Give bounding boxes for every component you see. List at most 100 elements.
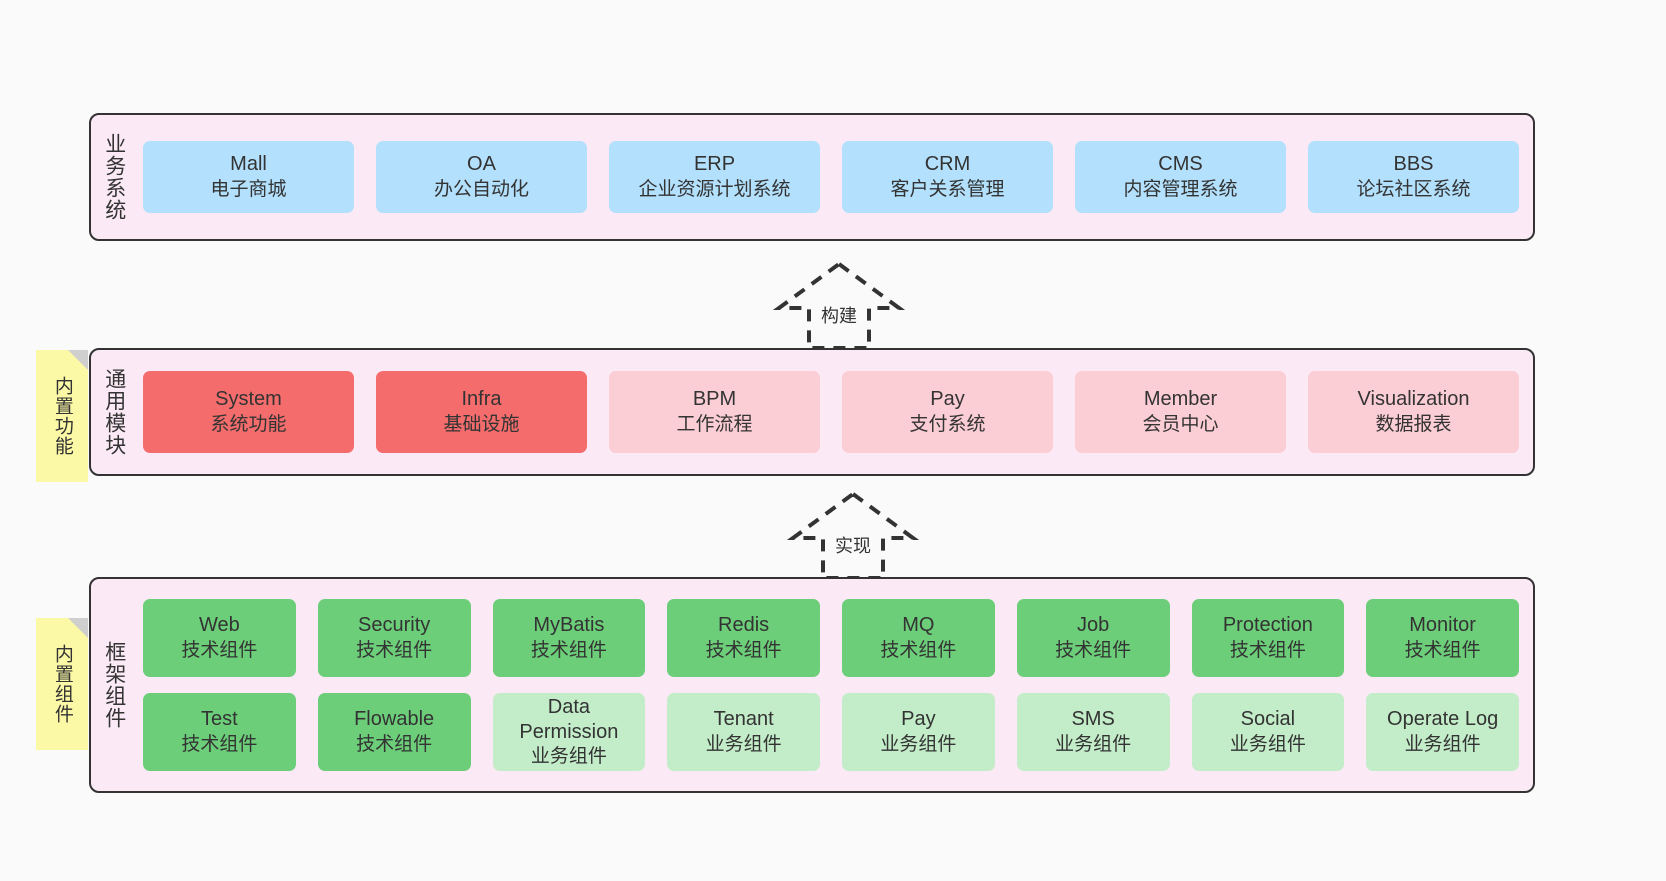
- node-title: Infra: [461, 388, 502, 411]
- node-bbs[interactable]: BBS 论坛社区系统: [1308, 141, 1519, 213]
- layer-common-modules: 通用模块 System 系统功能 Infra 基础设施 BPM 工作流程 Pay…: [89, 348, 1535, 476]
- node-flowable[interactable]: Flowable 技术组件: [317, 693, 471, 771]
- node-title: Data Permission: [519, 695, 619, 744]
- layer-body-common-modules: System 系统功能 Infra 基础设施 BPM 工作流程 Pay 支付系统…: [137, 350, 1533, 474]
- node-title: Member: [1143, 388, 1218, 411]
- arrow-build: 构建: [763, 258, 915, 350]
- node-subtitle: 会员中心: [1142, 413, 1219, 435]
- folded-corner-icon: [68, 618, 88, 638]
- arrow-label-implement: 实现: [833, 532, 873, 558]
- node-title: Protection: [1222, 614, 1313, 637]
- node-subtitle: 技术组件: [356, 639, 433, 661]
- node-subtitle: 技术组件: [705, 639, 782, 661]
- node-social[interactable]: Social 业务组件: [1191, 693, 1345, 771]
- node-row: System 系统功能 Infra 基础设施 BPM 工作流程 Pay 支付系统…: [143, 371, 1519, 453]
- node-subtitle: 系统功能: [210, 413, 287, 435]
- node-subtitle: 工作流程: [676, 413, 753, 435]
- node-monitor[interactable]: Monitor 技术组件: [1366, 599, 1519, 677]
- node-erp[interactable]: ERP 企业资源计划系统: [609, 141, 820, 213]
- node-title: CMS: [1158, 153, 1203, 176]
- node-subtitle: 业务组件: [530, 746, 607, 768]
- node-subtitle: 技术组件: [1229, 639, 1306, 661]
- node-subtitle: 论坛社区系统: [1356, 178, 1471, 200]
- node-operate-log[interactable]: Operate Log 业务组件: [1366, 693, 1519, 771]
- arrow-implement: 实现: [777, 488, 929, 580]
- node-infra[interactable]: Infra 基础设施: [376, 371, 587, 453]
- node-title: MQ: [902, 614, 935, 637]
- node-title: Redis: [718, 614, 770, 637]
- node-subtitle: 电子商城: [210, 178, 287, 200]
- layer-business-systems: 业务系统 Mall 电子商城 OA 办公自动化 ERP 企业资源计划系统 CRM…: [89, 113, 1535, 241]
- node-subtitle: 内容管理系统: [1123, 178, 1238, 200]
- layer-title-framework-components: 框架组件: [102, 641, 126, 729]
- layer-title-common-modules: 通用模块: [102, 368, 126, 456]
- node-web[interactable]: Web 技术组件: [143, 599, 296, 677]
- node-cms[interactable]: CMS 内容管理系统: [1075, 141, 1286, 213]
- node-title: Security: [358, 614, 431, 637]
- node-row: Test 技术组件 Flowable 技术组件 Data Permission …: [143, 693, 1519, 771]
- node-title: BBS: [1393, 153, 1434, 176]
- note-label: 内置功能: [51, 376, 73, 456]
- node-subtitle: 业务组件: [705, 733, 782, 755]
- node-tenant[interactable]: Tenant 业务组件: [667, 693, 820, 771]
- node-subtitle: 技术组件: [530, 639, 607, 661]
- node-title: BPM: [692, 388, 737, 411]
- node-member[interactable]: Member 会员中心: [1075, 371, 1286, 453]
- node-bpm[interactable]: BPM 工作流程: [609, 371, 820, 453]
- note-builtin-component: 内置组件: [36, 618, 88, 750]
- node-mq[interactable]: MQ 技术组件: [842, 599, 995, 677]
- node-subtitle: 业务组件: [1055, 733, 1132, 755]
- arrow-label-build: 构建: [819, 302, 859, 328]
- node-crm[interactable]: CRM 客户关系管理: [842, 141, 1053, 213]
- node-redis[interactable]: Redis 技术组件: [667, 599, 820, 677]
- node-visualization[interactable]: Visualization 数据报表: [1308, 371, 1519, 453]
- node-subtitle: 业务组件: [880, 733, 957, 755]
- node-subtitle: 技术组件: [356, 733, 433, 755]
- node-subtitle: 办公自动化: [433, 178, 529, 200]
- node-title: ERP: [693, 153, 736, 176]
- node-mall[interactable]: Mall 电子商城: [143, 141, 354, 213]
- node-data-permission[interactable]: Data Permission 业务组件: [492, 693, 646, 771]
- node-title: CRM: [924, 153, 971, 176]
- node-title: Tenant: [713, 708, 774, 731]
- node-subtitle: 支付系统: [909, 413, 986, 435]
- node-protection[interactable]: Protection 技术组件: [1191, 599, 1345, 677]
- node-subtitle: 技术组件: [880, 639, 957, 661]
- layer-body-business-systems: Mall 电子商城 OA 办公自动化 ERP 企业资源计划系统 CRM 客户关系…: [137, 115, 1533, 239]
- node-subtitle: 企业资源计划系统: [638, 178, 791, 200]
- node-pay-module[interactable]: Pay 支付系统: [842, 371, 1053, 453]
- node-subtitle: 客户关系管理: [890, 178, 1005, 200]
- node-subtitle: 技术组件: [1055, 639, 1132, 661]
- node-title: Pay: [901, 708, 936, 731]
- node-subtitle: 技术组件: [181, 733, 258, 755]
- note-label: 内置组件: [51, 644, 73, 724]
- node-subtitle: 技术组件: [1404, 639, 1481, 661]
- node-mybatis[interactable]: MyBatis 技术组件: [492, 599, 646, 677]
- node-title: Operate Log: [1387, 708, 1499, 731]
- note-builtin-function: 内置功能: [36, 350, 88, 482]
- node-title: Flowable: [354, 708, 435, 731]
- node-title: Test: [201, 708, 238, 731]
- node-oa[interactable]: OA 办公自动化: [376, 141, 587, 213]
- node-subtitle: 业务组件: [1229, 733, 1306, 755]
- node-security[interactable]: Security 技术组件: [317, 599, 471, 677]
- node-system[interactable]: System 系统功能: [143, 371, 354, 453]
- node-job[interactable]: Job 技术组件: [1016, 599, 1170, 677]
- node-title: Mall: [230, 153, 267, 176]
- folded-corner-icon: [68, 350, 88, 370]
- node-title: Monitor: [1409, 614, 1476, 637]
- layer-framework-components: 框架组件 Web 技术组件 Security 技术组件 MyBatis 技术组件…: [89, 577, 1535, 793]
- node-subtitle: 业务组件: [1404, 733, 1481, 755]
- node-subtitle: 数据报表: [1375, 413, 1452, 435]
- node-title: System: [215, 388, 282, 411]
- node-sms[interactable]: SMS 业务组件: [1016, 693, 1170, 771]
- node-title: MyBatis: [533, 614, 605, 637]
- node-subtitle: 技术组件: [181, 639, 258, 661]
- node-row: Web 技术组件 Security 技术组件 MyBatis 技术组件 Redi…: [143, 599, 1519, 677]
- node-title: SMS: [1071, 708, 1115, 731]
- node-test[interactable]: Test 技术组件: [143, 693, 296, 771]
- node-title: OA: [467, 153, 496, 176]
- node-pay-component[interactable]: Pay 业务组件: [842, 693, 995, 771]
- node-subtitle: 基础设施: [443, 413, 520, 435]
